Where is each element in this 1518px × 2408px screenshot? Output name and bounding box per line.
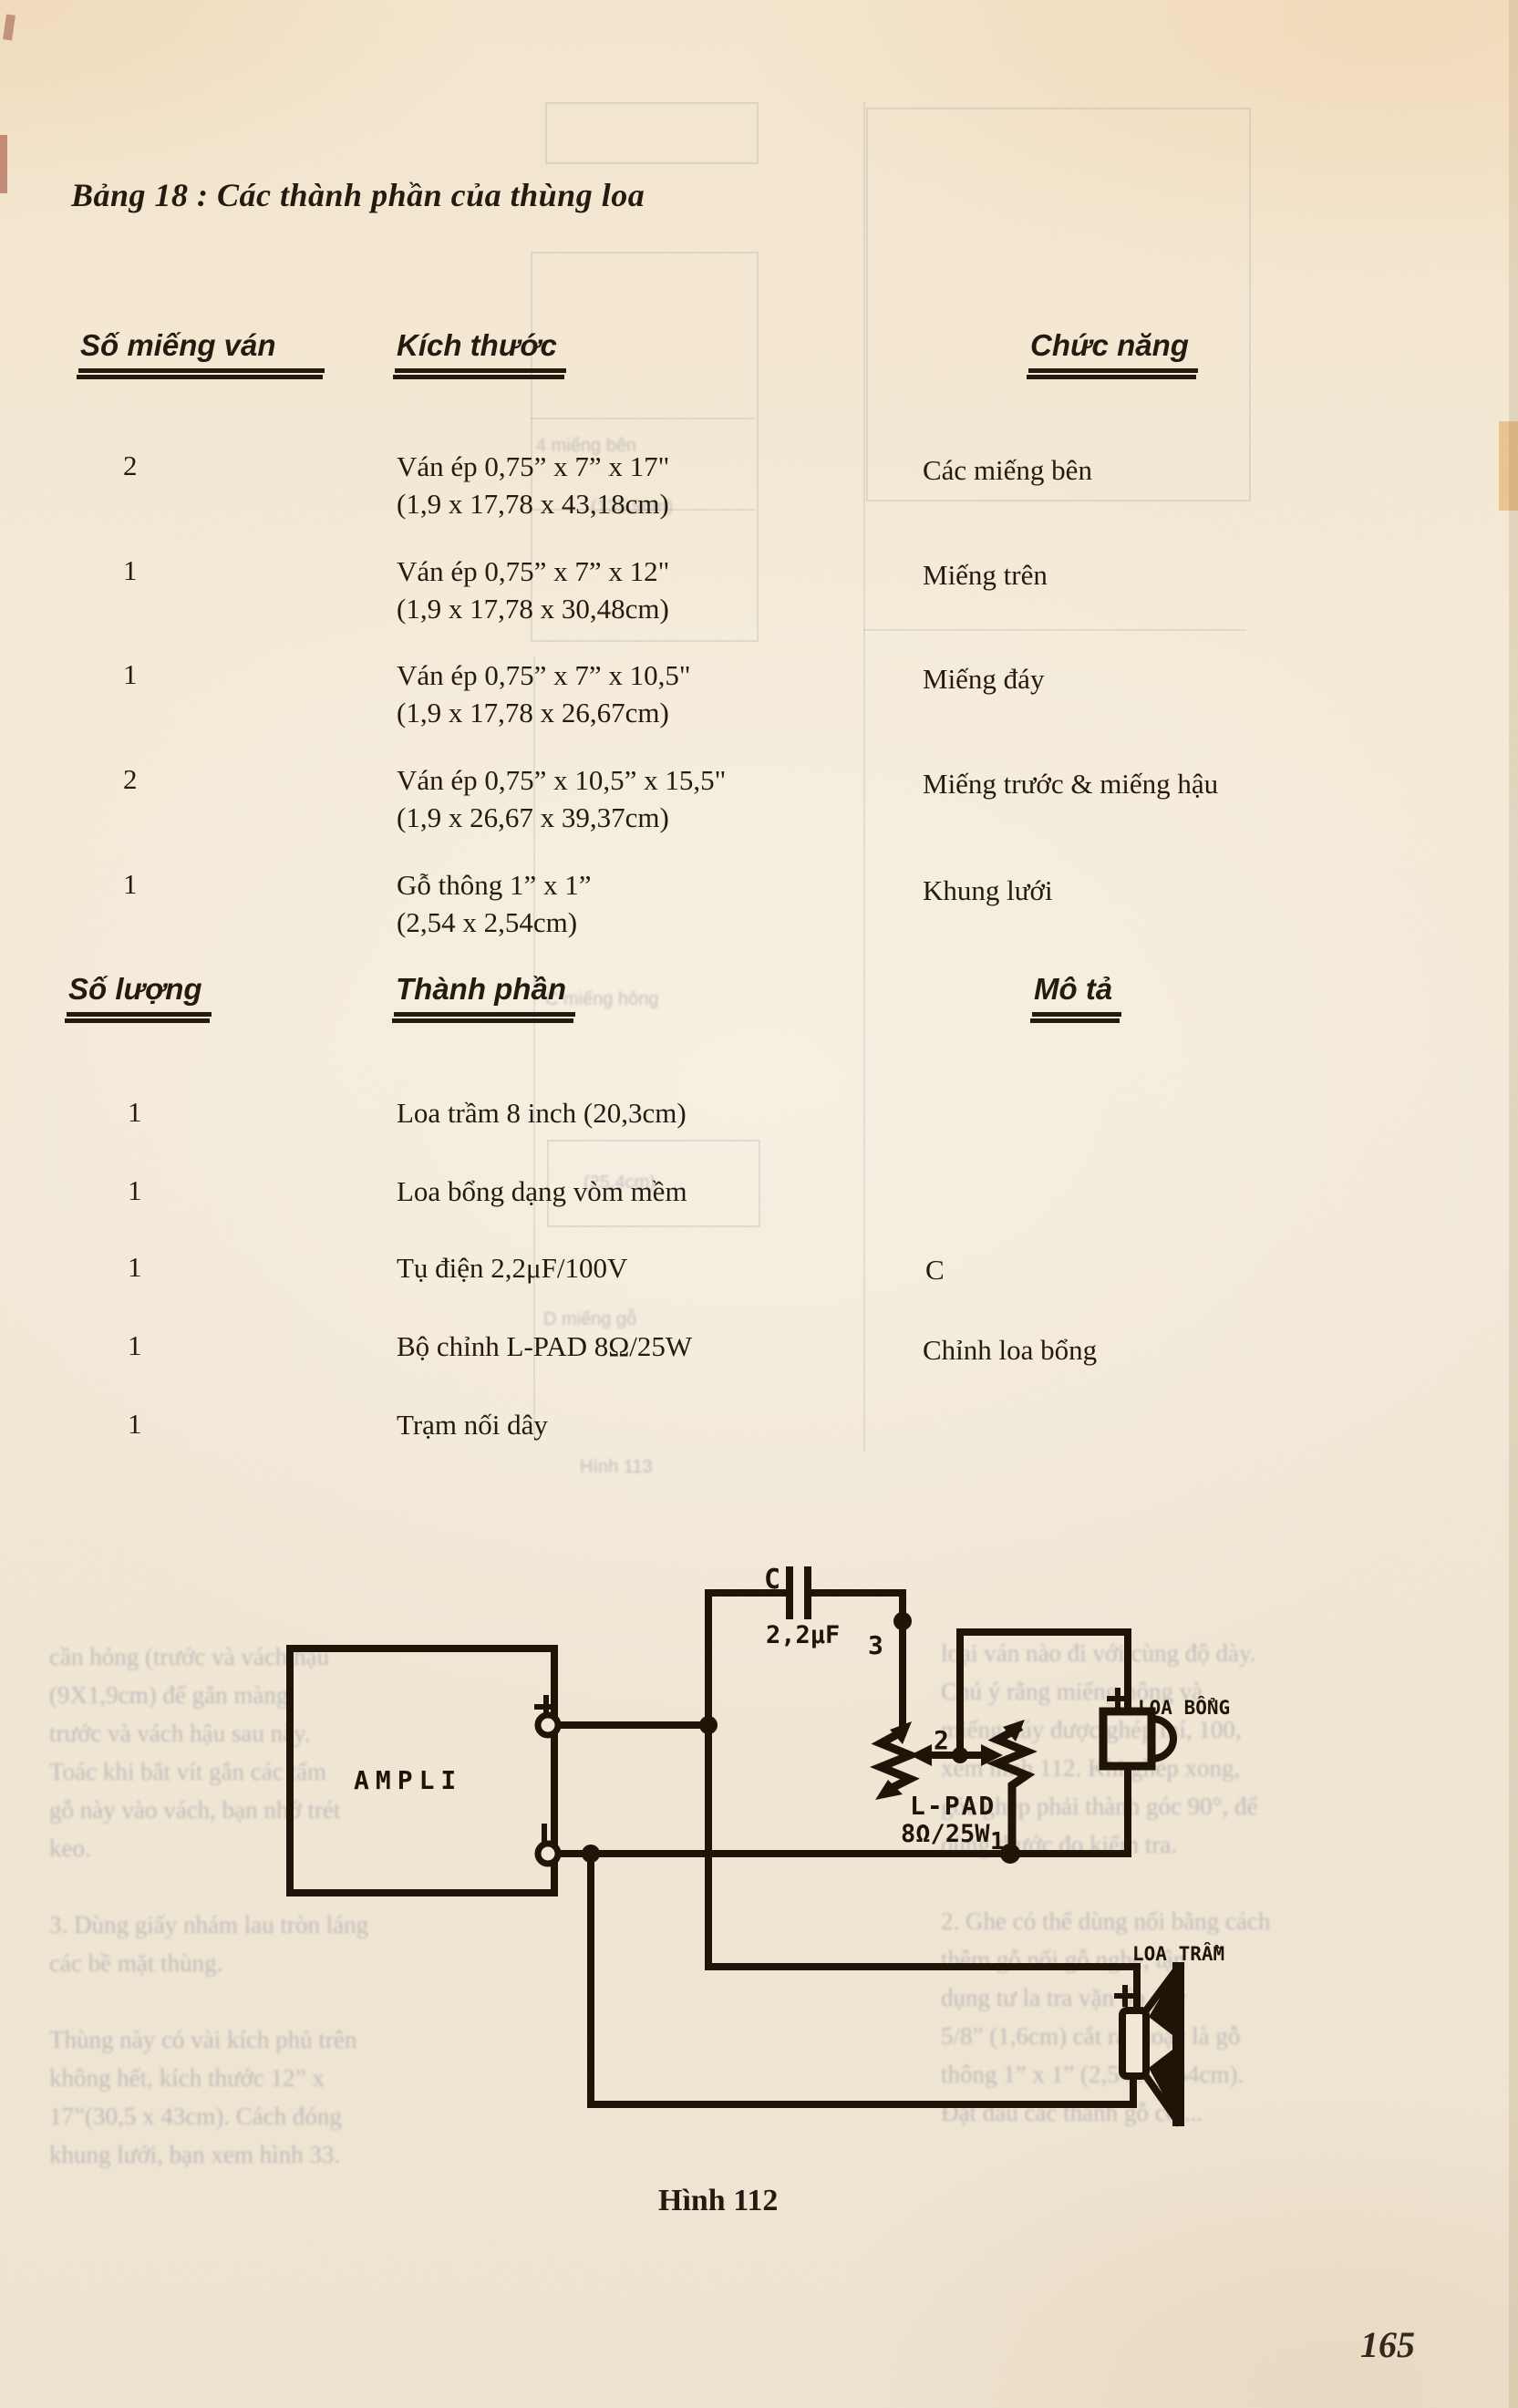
tweeter-label: LOA BỔNG [1138, 1696, 1230, 1719]
minus-sign-ampli [542, 1824, 547, 1847]
arrowhead [875, 1780, 903, 1800]
table2-header-component: Thành phần [392, 972, 575, 1023]
qty-cell: 1 [123, 658, 138, 690]
table1-header-size: Kích thước [393, 328, 566, 379]
component-cell: Loa bổng dạng vòm mềm [397, 1175, 687, 1207]
arrowhead [910, 1744, 932, 1766]
table1-header-qty: Số miếng ván [77, 328, 325, 379]
capacitor-value-label: 2,2μF [766, 1621, 840, 1649]
qty-cell: 1 [128, 1408, 142, 1440]
wire-woofer-plus [705, 1721, 1141, 2014]
junction-dot [699, 1716, 718, 1734]
desc-cell: Chỉnh loa bổng [923, 1334, 1098, 1366]
wire-cap-to-lpad [810, 1589, 906, 1736]
qty-cell: 1 [128, 1174, 142, 1206]
junction-dot-node3 [893, 1612, 912, 1630]
capacitor-name-label: C [764, 1564, 780, 1596]
component-cell: Bộ chỉnh L-PAD 8Ω/25W [397, 1330, 693, 1362]
page-title: Bảng 18 : Các thành phần của thùng loa [71, 177, 645, 213]
junction-dot-node1 [1000, 1844, 1020, 1864]
ampli-label: AMPLI [354, 1765, 462, 1795]
ampli-plus-terminal [534, 1711, 562, 1739]
lpad-left-element [870, 1726, 921, 1796]
lpad-right-element [986, 1722, 1038, 1858]
woofer-cone-shade [1149, 2050, 1172, 2112]
role-cell: Miếng trước & miếng hậu [923, 768, 1219, 800]
desc-cell: C [925, 1254, 945, 1286]
table2-header-qty: Số lượng [65, 972, 212, 1023]
wire-plus [554, 1589, 786, 1729]
role-cell: Các miếng bên [923, 454, 1092, 486]
capacitor-icon [786, 1566, 811, 1619]
woofer-label: LOA TRẦM [1132, 1942, 1224, 1965]
component-cell: Trạm nối dây [397, 1409, 548, 1441]
wire-woofer-minus [587, 1850, 1137, 2108]
size-cell: Ván ép 0,75” x 7” x 10,5"(1,9 x 17,78 x … [397, 659, 691, 729]
arrowhead [981, 1744, 1003, 1766]
size-cell: Gỗ thông 1” x 1”(2,54 x 2,54cm) [397, 869, 592, 938]
table2-header-desc: Mô tả [1029, 972, 1122, 1023]
role-cell: Miếng trên [923, 559, 1048, 591]
woofer-front-bar [1172, 1962, 1184, 2126]
node2-label: 2 [934, 1725, 949, 1755]
node3-label: 3 [868, 1630, 883, 1660]
node1-label: 1 [990, 1828, 1005, 1855]
size-cell: Ván ép 0,75” x 10,5” x 15,5"(1,9 x 26,67… [397, 764, 727, 833]
qty-cell: 1 [128, 1251, 142, 1283]
figure-caption: Hình 112 [658, 2184, 779, 2217]
size-cell: Ván ép 0,75” x 7” x 17"(1,9 x 17,78 x 43… [397, 450, 670, 520]
role-cell: Khung lưới [923, 874, 1053, 906]
junction-dot [582, 1845, 600, 1863]
role-cell: Miếng đáy [923, 663, 1045, 695]
qty-cell: 1 [128, 1096, 142, 1128]
qty-cell: 1 [123, 868, 138, 900]
table1-header-role: Chức năng [1027, 328, 1198, 379]
wire-wiper-to-tweeter [956, 1628, 1131, 1759]
qty-cell: 2 [123, 450, 138, 481]
page-number: 165 [1360, 2324, 1415, 2365]
component-cell: Tụ điện 2,2μF/100V [397, 1252, 628, 1284]
ampli-box [286, 1645, 558, 1896]
junction-dot-node2 [952, 1747, 968, 1763]
component-cell: Loa trầm 8 inch (20,3cm) [397, 1097, 687, 1129]
arrowhead [890, 1721, 912, 1744]
woofer-cone-shade [1149, 1977, 1172, 2035]
lpad-value-label: 8Ω/25W [901, 1820, 990, 1848]
qty-cell: 1 [128, 1329, 142, 1361]
lpad-name-label: L-PAD [910, 1791, 996, 1821]
size-cell: Ván ép 0,75” x 7” x 12"(1,9 x 17,78 x 30… [397, 555, 670, 625]
tweeter-icon [1099, 1707, 1177, 1771]
ampli-minus-terminal [534, 1840, 562, 1867]
qty-cell: 1 [123, 554, 138, 586]
qty-cell: 2 [123, 763, 138, 795]
arrowhead [1003, 1720, 1025, 1741]
